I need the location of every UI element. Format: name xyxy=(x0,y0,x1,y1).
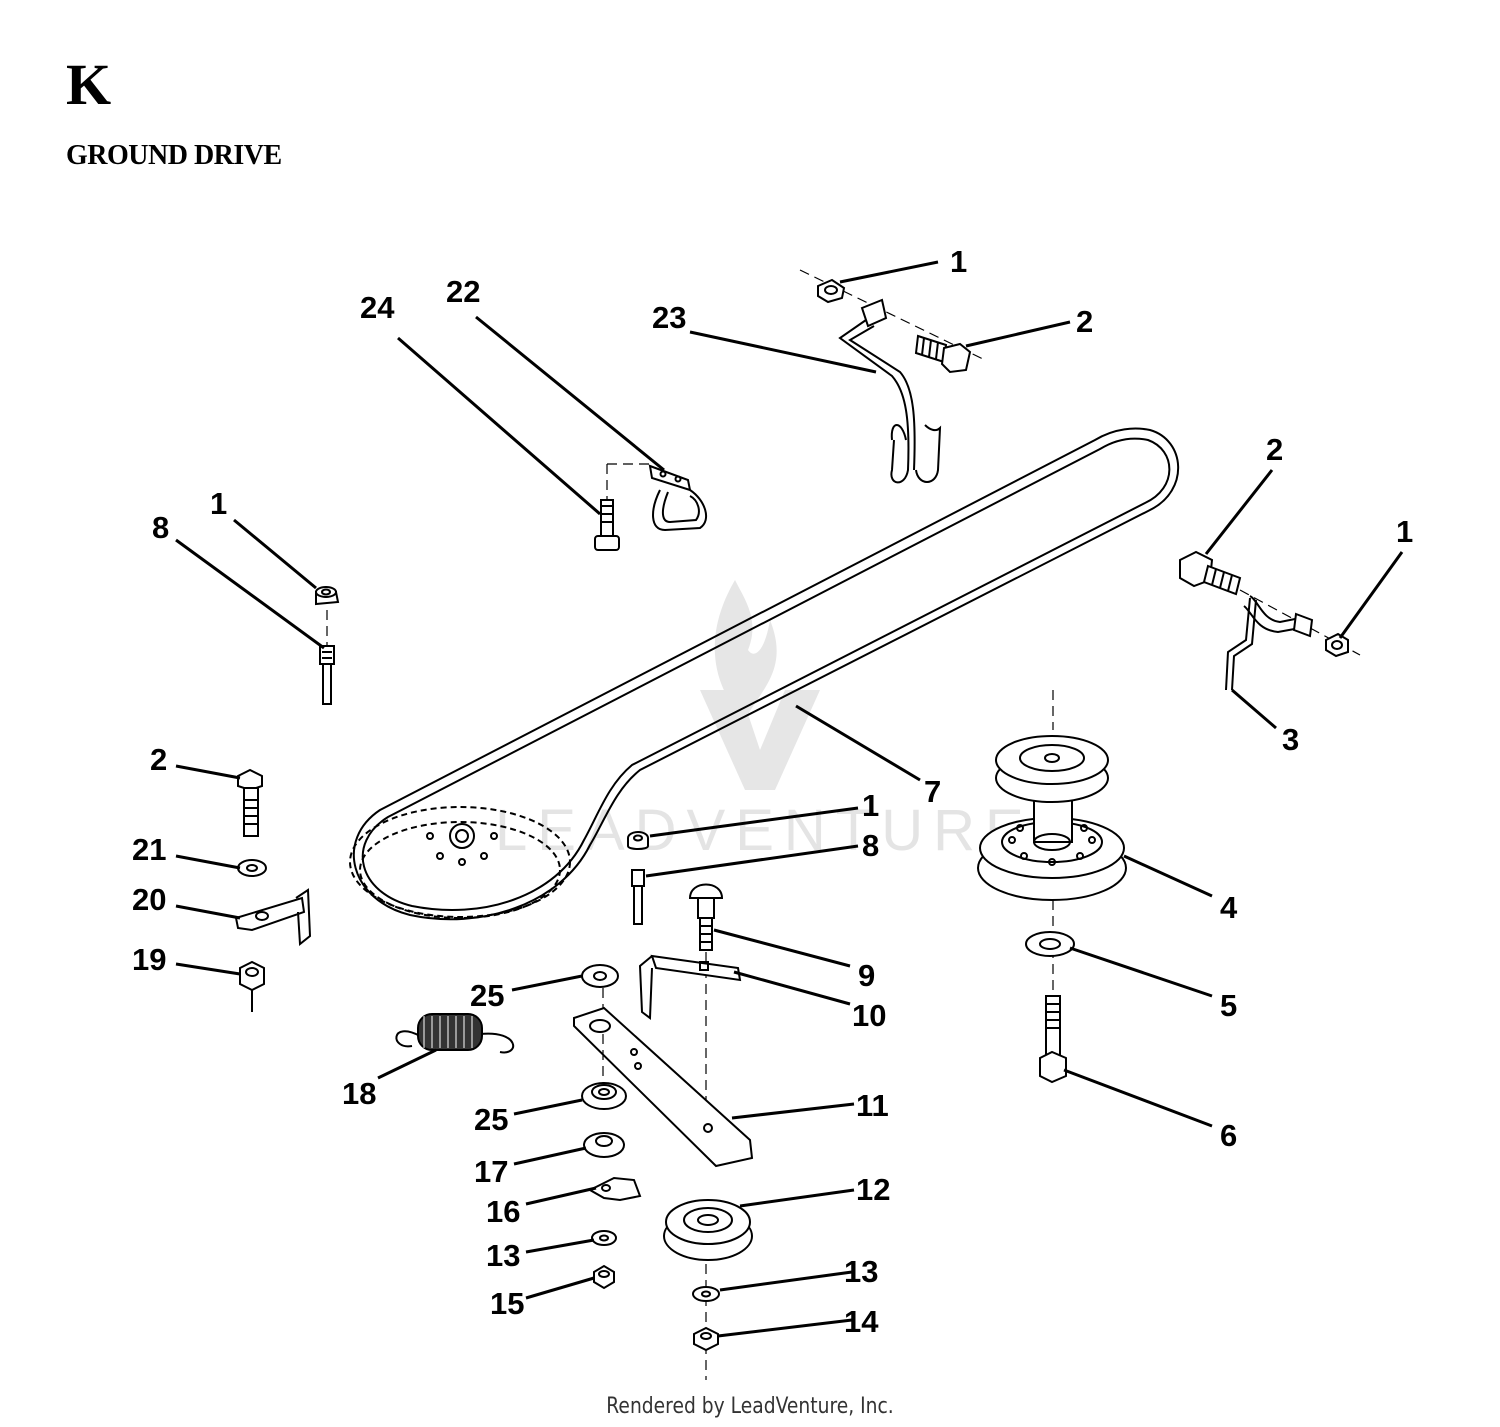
rod-23 xyxy=(799,269,986,484)
callout-8-left: 8 xyxy=(152,510,169,545)
callout-1-center: 1 xyxy=(862,788,879,823)
watermark-flame-icon xyxy=(714,580,777,720)
callout-4: 4 xyxy=(1220,890,1238,925)
callout-15: 15 xyxy=(490,1286,524,1321)
section-title: GROUND DRIVE xyxy=(66,140,282,171)
callout-11: 11 xyxy=(856,1088,889,1123)
callout-19: 19 xyxy=(132,942,166,977)
callout-2-right: 2 xyxy=(1266,432,1283,467)
callout-12: 12 xyxy=(856,1172,890,1207)
callout-2-left: 2 xyxy=(150,742,167,777)
bolt-2-left xyxy=(237,768,263,837)
rod-3 xyxy=(1225,595,1314,691)
bushing-25-bottom xyxy=(581,1082,627,1110)
bolt-6 xyxy=(1039,995,1067,1084)
bushing-25-top xyxy=(581,964,619,1010)
callout-1-top: 1 xyxy=(950,244,967,279)
callout-13-right: 13 xyxy=(844,1254,878,1289)
callout-20: 20 xyxy=(132,882,166,917)
screw-24 xyxy=(594,463,655,551)
bracket-10 xyxy=(638,954,742,1020)
callout-labels: 24 22 23 1 2 2 1 3 1 8 7 2 21 20 19 1 8 … xyxy=(132,244,1413,1339)
spring-18 xyxy=(395,1013,515,1054)
idler-pulley-12 xyxy=(663,1199,753,1380)
callout-14: 14 xyxy=(844,1304,879,1339)
nut-1-left xyxy=(315,586,340,606)
washer-21 xyxy=(237,859,267,877)
washer-17 xyxy=(583,1132,625,1158)
nut-14 xyxy=(693,1326,719,1352)
callout-6: 6 xyxy=(1220,1118,1237,1153)
callout-1-left: 1 xyxy=(210,486,227,521)
leader-lines xyxy=(175,260,1404,1338)
clip-16 xyxy=(587,1176,642,1202)
bracket-22 xyxy=(648,464,708,532)
idler-arm-11 xyxy=(573,1006,754,1168)
bracket-20 xyxy=(234,888,312,946)
nut-1-right xyxy=(1325,632,1349,658)
callout-7: 7 xyxy=(924,774,941,809)
callout-24: 24 xyxy=(360,290,395,325)
callout-13-left: 13 xyxy=(486,1238,520,1273)
nut-1-center xyxy=(627,831,649,850)
nut-15 xyxy=(593,1264,615,1290)
nut-19 xyxy=(239,960,265,1012)
stud-8-left xyxy=(319,610,335,705)
callout-23: 23 xyxy=(652,300,686,335)
callout-25-bottom: 25 xyxy=(474,1102,508,1137)
washer-5 xyxy=(1025,931,1075,957)
callout-16: 16 xyxy=(486,1194,520,1229)
stud-8-center xyxy=(631,869,645,925)
callout-2-top: 2 xyxy=(1076,304,1093,339)
callout-10: 10 xyxy=(852,998,886,1033)
drive-pulley-4 xyxy=(977,690,1127,1000)
washer-13-left xyxy=(591,1230,617,1246)
callout-3: 3 xyxy=(1282,722,1299,757)
footer-credit: Rendered by LeadVenture, Inc. xyxy=(606,1394,894,1419)
watermark: LEADVENTURE xyxy=(495,580,1034,863)
drive-belt xyxy=(349,427,1180,921)
section-letter: K xyxy=(66,52,112,117)
callout-8-center: 8 xyxy=(862,828,879,863)
callout-9: 9 xyxy=(858,958,875,993)
callout-17: 17 xyxy=(474,1154,508,1189)
watermark-v-icon xyxy=(700,690,820,790)
watermark-text: LEADVENTURE xyxy=(495,798,1034,863)
callout-5: 5 xyxy=(1220,988,1237,1023)
washer-13-right xyxy=(692,1286,720,1302)
callout-22: 22 xyxy=(446,274,480,309)
bolt-2-top xyxy=(914,334,972,374)
callout-18: 18 xyxy=(342,1076,376,1111)
callout-25-top: 25 xyxy=(470,978,504,1013)
callout-1-right: 1 xyxy=(1396,514,1413,549)
callout-21: 21 xyxy=(132,832,166,867)
